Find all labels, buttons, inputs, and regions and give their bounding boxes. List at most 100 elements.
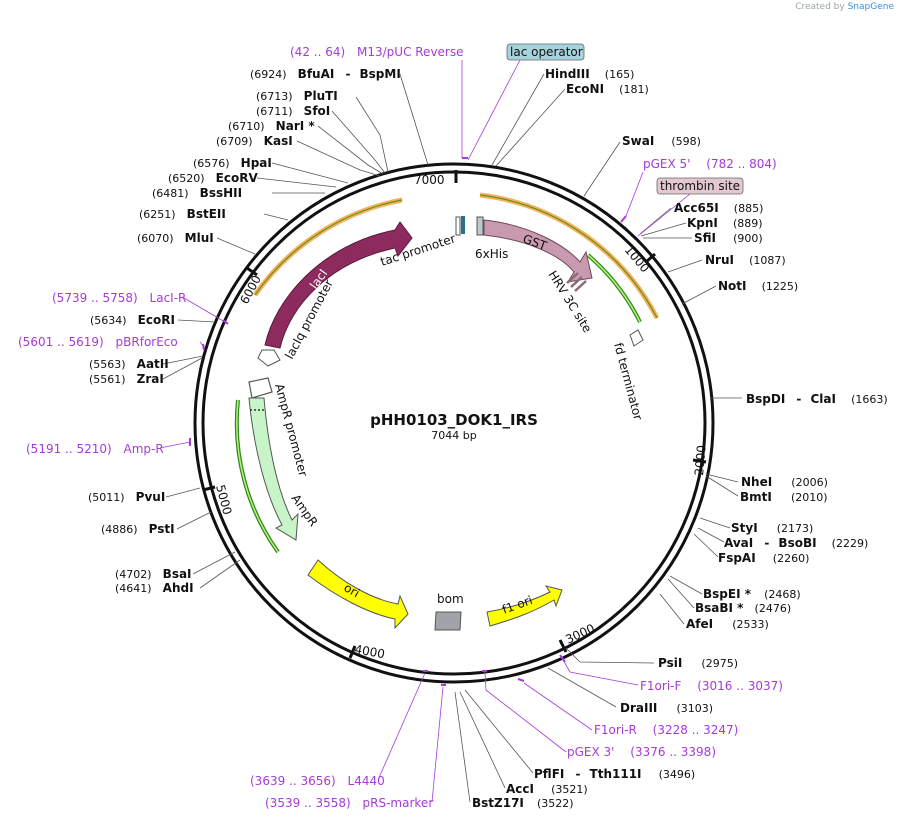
site-kasi[interactable]: (6709) KasI — [216, 130, 293, 149]
primer-name-m13: M13/pUC Reverse — [357, 45, 464, 59]
site-avai[interactable]: AvaI - BsoBI (2229) — [724, 532, 868, 551]
site-name-bfuai: BfuAI — [298, 67, 335, 81]
primer-m13[interactable]: (42 .. 64) M13/pUC Reverse — [290, 45, 464, 59]
site-aatii[interactable]: (5563) AatII — [89, 353, 169, 372]
primer-l4440[interactable]: (3639 .. 3656) L4440 — [250, 774, 385, 788]
feature-bom[interactable] — [434, 611, 462, 631]
site-pluti[interactable]: (6713) PluTI — [256, 85, 338, 104]
site-pos-sfii: (900) — [733, 232, 763, 245]
primer-prs[interactable]: (3539 .. 3558) pRS-marker — [265, 796, 433, 810]
leader-psti — [176, 511, 212, 530]
primer-laci-r[interactable]: (5739 .. 5758) LacI-R — [52, 291, 186, 305]
site-ecorv[interactable]: (6520) EcoRV — [168, 167, 258, 186]
site-pos-afei: (2533) — [732, 618, 769, 631]
site-bspei[interactable]: BspEI * (2468) — [703, 583, 801, 602]
leader-f1ori-r — [523, 682, 593, 731]
site-sfii[interactable]: SfiI (900) — [694, 227, 763, 246]
site-pos-pvui: (5011) — [88, 491, 125, 504]
site-bmti[interactable]: BmtI (2010) — [740, 486, 828, 505]
site-name-psii: PsiI — [658, 656, 682, 670]
feature-lacI[interactable] — [264, 221, 413, 349]
lac-operator-box[interactable] — [506, 43, 585, 61]
site-acci[interactable]: AccI (3521) — [506, 778, 588, 797]
primer-f1ori-f[interactable]: F1ori-F (3016 .. 3037) — [640, 679, 783, 693]
leader-pflfi — [464, 689, 534, 774]
primer-pbr[interactable]: (5601 .. 5619) pBRforEco — [18, 335, 178, 349]
site-kpni[interactable]: KpnI (889) — [687, 212, 763, 231]
site-bsshii[interactable]: (6481) BssHII — [152, 182, 242, 201]
leader-bsai — [192, 551, 236, 575]
feature-ampr-promoter[interactable] — [248, 377, 273, 399]
feature-tac-promoter-mark — [455, 216, 461, 236]
site-afei[interactable]: AfeI (2533) — [686, 613, 769, 632]
leader-hindiii — [491, 73, 545, 166]
site-name-swai: SwaI — [622, 134, 654, 148]
site-name-bspdi: BspDI — [746, 392, 785, 406]
feature-ori[interactable] — [307, 559, 409, 630]
site-name-bsabi: BsaBI * — [695, 601, 744, 615]
feature-f1-ori[interactable] — [486, 585, 563, 627]
thrombin-site-box[interactable] — [656, 177, 744, 195]
site-pvui[interactable]: (5011) PvuI — [88, 486, 165, 505]
feature-fd-terminator[interactable] — [629, 329, 644, 347]
leader-thrombin — [637, 193, 691, 237]
site-bsteii[interactable]: (6251) BstEII — [139, 203, 226, 222]
primer-pgex5[interactable]: pGEX 5' (782 .. 804) — [643, 157, 777, 171]
site-pos-styi: (2173) — [777, 522, 814, 535]
green-arc-fd — [586, 253, 642, 323]
site-nhei[interactable]: NheI (2006) — [741, 471, 828, 490]
site-name-bspmi: BspMI — [360, 67, 401, 81]
leader-acc65i — [639, 207, 672, 235]
site-pflfi[interactable]: PflFI - Tth111I (3496) — [534, 763, 695, 782]
site-name-econi: EcoNI — [566, 82, 604, 96]
site-econi[interactable]: EcoNI (181) — [566, 78, 649, 97]
leader-bmti — [705, 475, 739, 497]
site-ahdi[interactable]: (4641) AhdI — [115, 577, 194, 596]
site-fspai[interactable]: FspAI (2260) — [718, 547, 809, 566]
site-pos-psti: (4886) — [101, 523, 138, 536]
primer-pgex3[interactable]: pGEX 3' (3376 .. 3398) — [567, 745, 716, 759]
site-psti[interactable]: (4886) PstI — [101, 518, 175, 537]
leader-avai — [697, 527, 725, 543]
primer-range-prs: (3539 .. 3558) — [265, 796, 351, 810]
primer-amp-r[interactable]: (5191 .. 5210) Amp-R — [26, 442, 164, 456]
feature-lacIq-promoter[interactable] — [257, 349, 281, 367]
primer-name-amp-r: Amp-R — [124, 442, 164, 456]
site-zrai[interactable]: (5561) ZraI — [89, 368, 164, 387]
site-noti[interactable]: NotI (1225) — [718, 275, 798, 294]
site-bsabi[interactable]: BsaBI * (2476) — [695, 597, 791, 616]
feature-6xhis[interactable] — [476, 216, 484, 236]
site-bstz17i[interactable]: BstZ17I (3522) — [472, 792, 574, 811]
site-bsai[interactable]: (4702) BsaI — [115, 563, 192, 582]
site-mlui[interactable]: (6070) MluI — [137, 227, 214, 246]
site-pos-bspdi: (1663) — [851, 393, 888, 406]
site-bfuai[interactable]: (6924) BfuAI - BspMI — [250, 63, 401, 82]
site-psii[interactable]: PsiI (2975) — [658, 652, 738, 671]
leader-prs — [431, 686, 444, 803]
site-styi[interactable]: StyI (2173) — [731, 517, 813, 536]
site-draiii[interactable]: DraIII (3103) — [620, 697, 713, 716]
leader-ahdi — [199, 559, 241, 589]
site-bspdi[interactable]: BspDI - ClaI (1663) — [746, 388, 888, 407]
site-pos-bfuai: (6924) — [250, 68, 287, 81]
primer-name-f1ori-r: F1ori-R — [594, 723, 637, 737]
primer-f1ori-r[interactable]: F1ori-R (3228 .. 3247) — [594, 723, 738, 737]
leader-laci-r — [183, 297, 226, 323]
site-hpai[interactable]: (6576) HpaI — [193, 152, 272, 171]
site-name-ecori: EcoRI — [138, 313, 175, 327]
site-ecori[interactable]: (5634) EcoRI — [90, 309, 175, 328]
leader-pvui — [165, 487, 201, 498]
site-pos-econi: (181) — [619, 83, 649, 96]
tick-6000 — [246, 266, 258, 277]
site-sfoi[interactable]: (6711) SfoI — [256, 100, 330, 119]
site-pos-bsteii: (6251) — [139, 208, 176, 221]
leader-lac-operator — [467, 59, 521, 161]
site-name-acci: AccI — [506, 782, 534, 796]
site-nrui[interactable]: NruI (1087) — [705, 249, 786, 268]
site-swai[interactable]: SwaI (598) — [622, 130, 701, 149]
feature-ampr[interactable] — [248, 397, 299, 541]
leader-pbr — [199, 341, 205, 348]
site-hindiii[interactable]: HindIII (165) — [545, 63, 634, 82]
site-acc65i[interactable]: Acc65I (885) — [674, 197, 763, 216]
site-nari[interactable]: (6710) NarI * — [228, 115, 315, 134]
